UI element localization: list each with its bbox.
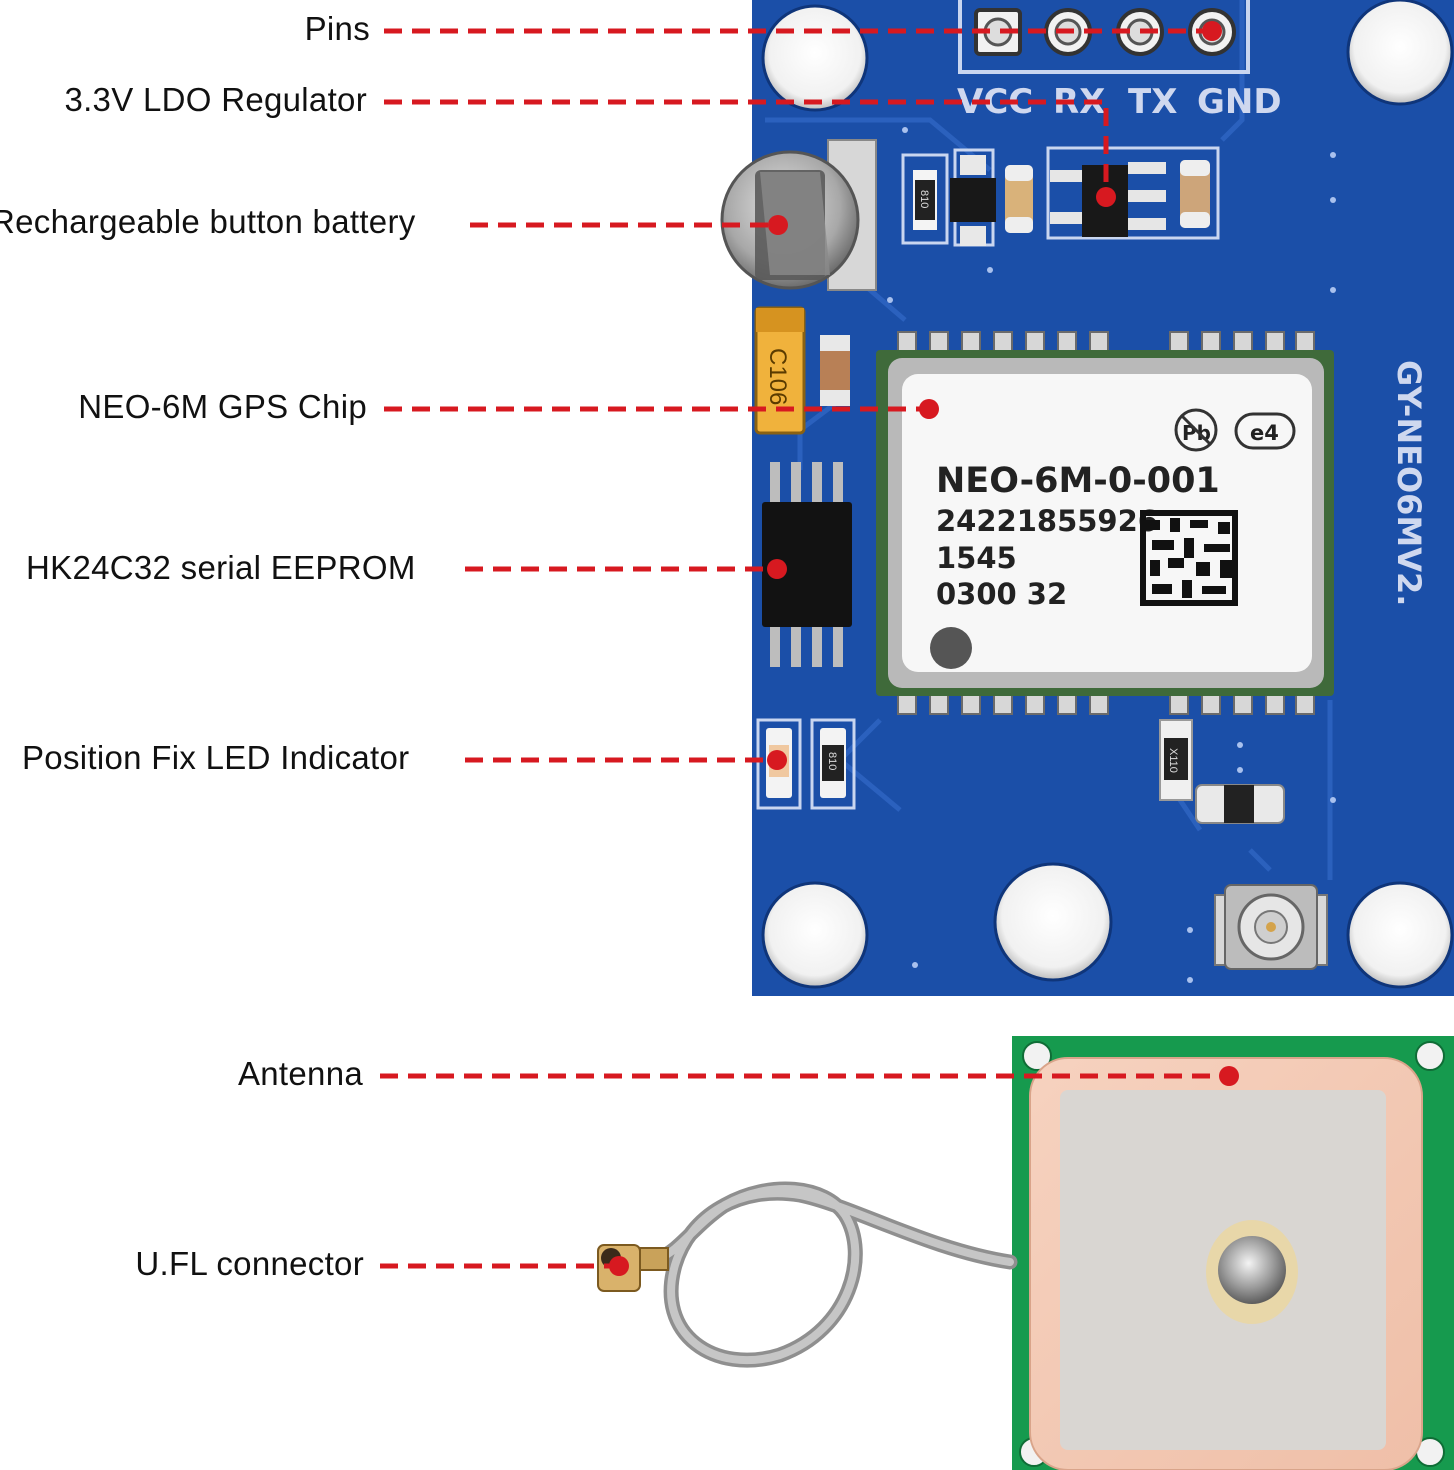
dot-pins xyxy=(1202,21,1222,41)
gps-pcb: VCC RX TX GND GY-NEO6MV2. 810 xyxy=(720,0,1454,996)
antenna-cable xyxy=(652,1181,1018,1368)
capacitor-marking: C106 xyxy=(764,348,791,405)
leader-lines xyxy=(380,28,1229,1269)
resistor-marking-3: X110 xyxy=(1167,748,1179,773)
label-button-battery: Rechargeable button battery xyxy=(0,203,416,240)
dot-ufl xyxy=(609,1256,629,1276)
dot-battery xyxy=(768,215,788,235)
leader-dots xyxy=(609,21,1239,1276)
label-pins: Pins xyxy=(304,10,370,47)
patch-antenna xyxy=(1012,1036,1454,1470)
onboard-ufl-jack xyxy=(1214,884,1328,970)
chip-line-3: 1545 xyxy=(936,541,1017,575)
dot-eeprom xyxy=(767,559,787,579)
label-eeprom: HK24C32 serial EEPROM xyxy=(26,549,416,586)
badge-e4: e4 xyxy=(1250,421,1279,445)
chip-model: NEO-6M-0-001 xyxy=(936,461,1220,501)
dot-led xyxy=(767,750,787,770)
chip-line-4: 0300 32 xyxy=(936,577,1067,611)
dot-gps-chip xyxy=(919,399,939,419)
resistor-marking-2: 810 xyxy=(826,752,838,770)
pin-label-vcc: VCC xyxy=(957,82,1033,122)
mounting-holes xyxy=(761,0,1454,989)
button-battery xyxy=(720,139,877,291)
dot-antenna xyxy=(1219,1066,1239,1086)
label-led-indicator: Position Fix LED Indicator xyxy=(22,739,410,776)
label-antenna: Antenna xyxy=(237,1055,363,1092)
resistor-marking-1: 810 xyxy=(918,190,930,208)
leader-ldo xyxy=(384,99,1109,197)
label-ldo-regulator: 3.3V LDO Regulator xyxy=(64,81,367,118)
chip-line-2: 24221855926 xyxy=(936,504,1158,538)
datamatrix-code xyxy=(1140,510,1238,606)
label-ufl-connector: U.FL connector xyxy=(135,1245,364,1282)
board-side-marking: GY-NEO6MV2. xyxy=(1390,360,1428,606)
pin-label-tx: TX xyxy=(1128,82,1177,122)
eeprom-chip xyxy=(762,462,852,667)
tantalum-capacitor: C106 xyxy=(754,306,806,435)
dot-ldo xyxy=(1096,187,1116,207)
label-gps-chip: NEO-6M GPS Chip xyxy=(78,388,367,425)
pin-labels: VCC RX TX GND xyxy=(957,82,1282,122)
pin-label-gnd: GND xyxy=(1197,82,1282,122)
neo6m-module: Pb e4 NEO-6M-0-001 24221855926 1545 0300… xyxy=(876,331,1334,715)
